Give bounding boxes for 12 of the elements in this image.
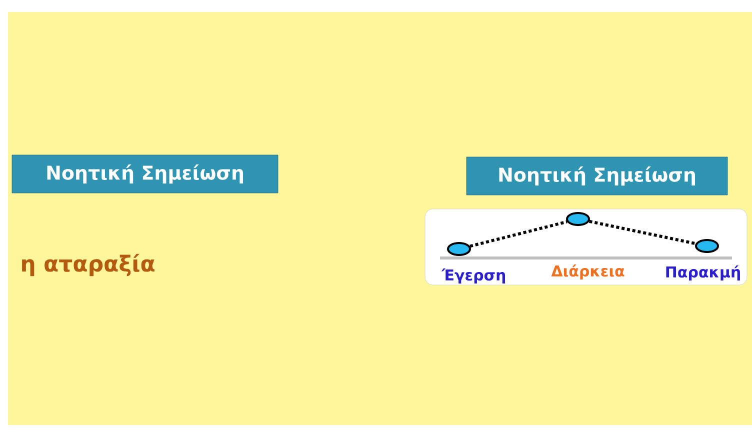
timeline-dot bbox=[566, 212, 590, 226]
dotted-line bbox=[470, 220, 568, 248]
timeline-dot bbox=[695, 238, 719, 253]
stage-label: Παρακμή bbox=[666, 265, 740, 281]
stage-label: Διάρκεια bbox=[551, 264, 624, 280]
title-banner: Νοητική Σημείωση bbox=[466, 156, 728, 196]
timeline-dot bbox=[447, 242, 471, 256]
dotted-line bbox=[588, 220, 696, 246]
stage-label: Έγερση bbox=[441, 268, 506, 284]
term-text: η αταραξία bbox=[22, 254, 154, 276]
title-banner: Νοητική Σημείωση bbox=[12, 154, 278, 194]
panel-background bbox=[424, 208, 748, 286]
